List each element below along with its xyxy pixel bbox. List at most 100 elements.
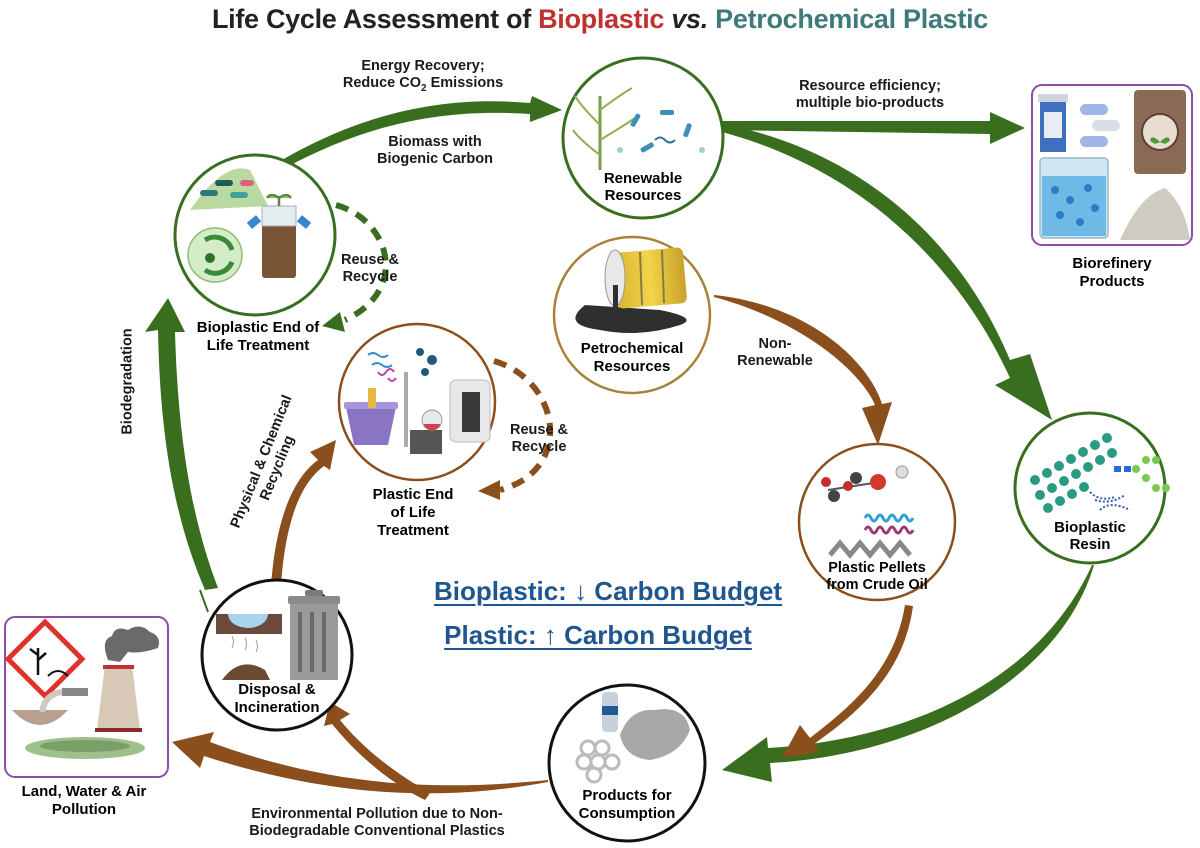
node-label: Products xyxy=(1079,273,1144,290)
environmental-hazard-icon xyxy=(4,618,86,700)
node-pollution xyxy=(4,616,169,778)
oil-barrel-icon xyxy=(575,247,687,334)
node-biorefinery-products: Biorefinery Products xyxy=(1031,84,1193,290)
node-label: Plastic Pellets xyxy=(828,560,926,576)
rotary-evaporator-icon xyxy=(404,372,443,454)
arrow-resource-efficiency xyxy=(722,112,1025,144)
arrow-non-renewable xyxy=(714,295,892,445)
label-line: Renewable xyxy=(737,353,813,369)
node-label: Bioplastic End of xyxy=(197,319,321,336)
arrow-to-disposal xyxy=(324,702,430,800)
budget-plastic: Plastic: ↑ Carbon Budget xyxy=(444,620,752,650)
title-prefix: Life Cycle Assessment of xyxy=(211,4,539,34)
plastic-bottle-icon xyxy=(602,692,618,732)
arrow-biodegradation xyxy=(145,298,218,590)
arrow-renewable-to-resin xyxy=(722,124,1052,420)
node-label: Bioplastic xyxy=(1054,519,1126,536)
node-disposal-incineration: Disposal & Incineration xyxy=(200,578,354,732)
arrow-reuse-recycle-petro xyxy=(493,358,554,493)
label-line: Biogenic Carbon xyxy=(376,151,493,167)
node-label: Incineration xyxy=(234,699,319,716)
six-pack-rings-icon xyxy=(575,739,621,784)
microbes-icon xyxy=(617,110,705,153)
label-line: Non- xyxy=(758,336,792,352)
label-energy-recovery: Energy Recovery; Reduce CO2 Emissions xyxy=(328,58,518,97)
molecule-icon xyxy=(821,465,909,502)
capsules-icon xyxy=(1080,104,1120,147)
node-label: Life Treatment xyxy=(207,337,310,354)
node-label: Renewable xyxy=(604,170,682,187)
seed-bag-icon xyxy=(1134,90,1186,174)
label-line: Reduce CO2 Emissions xyxy=(342,75,504,94)
polymer-chains-icon xyxy=(828,513,915,559)
node-label: Pollution xyxy=(52,801,116,818)
sugarcane-icon xyxy=(572,87,636,170)
node-label: Resources xyxy=(605,187,682,204)
arrow-reuse-recycle-bio xyxy=(335,202,389,323)
arrow-disposal-biodegradation-link xyxy=(199,589,209,613)
beaker-beads-icon xyxy=(1039,157,1109,239)
node-label: from Crude Oil xyxy=(826,577,928,593)
polymer-resin-icon xyxy=(1030,433,1117,513)
factory-smoke-icon xyxy=(95,626,159,732)
node-label: Disposal & xyxy=(238,681,316,698)
node-renewable-resources: Renewable Resources xyxy=(561,56,725,220)
arrow-env-pollution xyxy=(172,732,548,794)
pill-bottle-icon xyxy=(1038,94,1068,152)
bioplastic-waste-pile-icon xyxy=(190,168,268,210)
node-label: Land, Water & Air xyxy=(22,783,147,800)
node-label: Consumption xyxy=(579,805,676,822)
node-bioplastic-eol xyxy=(173,153,337,317)
label-line: Biodegradable Conventional Plastics xyxy=(249,823,505,839)
arrowhead-reuse-petro xyxy=(478,480,500,500)
plastic-bag-icon xyxy=(620,709,690,760)
ice-bucket-icon xyxy=(344,388,398,445)
label-line: Reuse & xyxy=(509,422,569,438)
node-label: Treatment xyxy=(377,522,449,539)
arrow-pellets-to-products xyxy=(782,605,913,758)
node-label: Resources xyxy=(594,358,671,375)
trash-can-icon xyxy=(288,590,340,680)
label-reuse-recycle-bio: Reuse & Recycle xyxy=(325,252,415,286)
water-pollution-icon xyxy=(12,688,145,759)
label-line: Energy Recovery; xyxy=(361,58,485,74)
label-line: Reuse & xyxy=(340,252,400,268)
node-label: Plastic End xyxy=(373,486,454,503)
label-line: multiple bio-products xyxy=(795,95,945,111)
node-bioplastic-resin: Bioplastic Resin xyxy=(1013,411,1170,565)
soil-flask-icon xyxy=(246,193,312,278)
page-title: Life Cycle Assessment of Bioplastic vs. … xyxy=(0,4,1200,35)
label-line: Environmental Pollution due to Non- xyxy=(251,806,503,822)
label-line: Biomass with xyxy=(388,134,482,150)
label-line: Recycle xyxy=(342,269,398,285)
lab-instrument-icon xyxy=(449,379,491,443)
title-bioplastic: Bioplastic xyxy=(538,4,665,34)
node-plastic-eol xyxy=(337,322,497,482)
node-products-consumption: Products for Consumption xyxy=(547,683,707,843)
label-line: Recycle xyxy=(511,439,567,455)
budget-bioplastic: Bioplastic: ↓ Carbon Budget xyxy=(433,576,783,606)
node-label: Petrochemical xyxy=(581,340,684,357)
title-vs: vs. xyxy=(664,4,708,34)
label-biodegradation: Biodegradation xyxy=(119,328,136,435)
arrow-resin-to-products xyxy=(722,565,1094,782)
landfill-icon xyxy=(216,614,282,680)
label-line: Resource efficiency; xyxy=(799,78,941,94)
branched-polymer-icon xyxy=(1089,456,1170,511)
arrowhead-reuse-bio xyxy=(322,312,345,332)
node-label: Products for xyxy=(582,787,671,804)
label-resource-efficiency: Resource efficiency; multiple bio-produc… xyxy=(770,78,970,112)
polymer-fragments-icon xyxy=(367,348,437,382)
node-label: of Life xyxy=(391,504,436,521)
label-environmental-pollution: Environmental Pollution due to Non- Biod… xyxy=(212,806,542,840)
node-label: Biorefinery xyxy=(1072,255,1152,272)
node-plastic-pellets: Plastic Pellets from Crude Oil xyxy=(797,442,957,602)
node-label: Resin xyxy=(1070,536,1111,553)
label-biomass: Biomass with Biogenic Carbon xyxy=(355,134,515,168)
arrow-energy-recovery xyxy=(282,96,562,168)
recycle-leaf-icon xyxy=(187,227,243,283)
powder-pile-icon xyxy=(1120,188,1190,240)
label-reuse-recycle-petro: Reuse & Recycle xyxy=(494,422,584,456)
title-petrochemical: Petrochemical Plastic xyxy=(707,4,989,34)
